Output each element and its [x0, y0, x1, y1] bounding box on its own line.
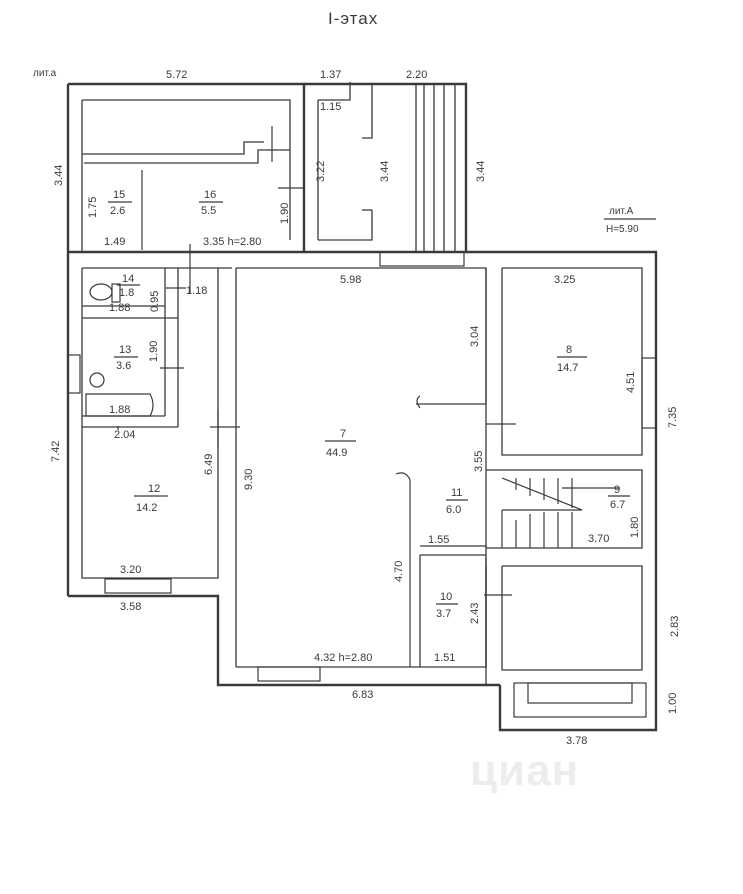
height-label: H=5.90 — [606, 224, 639, 235]
room-labels: 7 44.9 8 14.7 9 6.7 10 3.7 11 6.0 12 14.… — [108, 189, 630, 620]
svg-text:14: 14 — [122, 273, 134, 285]
svg-text:6.0: 6.0 — [446, 504, 461, 516]
dim-0-95: 0.95 — [149, 291, 161, 312]
room-14-label: 14 1.8 — [117, 273, 140, 299]
dim-1-15: 1.15 — [320, 101, 341, 113]
room-10-label: 10 3.7 — [436, 591, 458, 620]
svg-text:13: 13 — [119, 344, 131, 356]
room-7-label: 7 44.9 — [325, 428, 356, 459]
floor-title: I-этах — [328, 9, 378, 28]
dim-1-51: 1.51 — [434, 652, 455, 664]
dim-3-78: 3.78 — [566, 735, 587, 747]
svg-text:10: 10 — [440, 591, 452, 603]
dim-2-20: 2.20 — [406, 69, 427, 81]
dim-1-55: 1.55 — [428, 534, 449, 546]
room-13-label: 13 3.6 — [114, 344, 138, 372]
svg-text:7: 7 — [340, 428, 346, 440]
dim-3-35: 3.35 h=2.80 — [203, 236, 261, 248]
dim-3-70: 3.70 — [588, 533, 609, 545]
dim-2-04: 2.04 — [114, 429, 135, 441]
svg-text:12: 12 — [148, 483, 160, 495]
dim-6-83: 6.83 — [352, 689, 373, 701]
dim-1-75: 1.75 — [87, 197, 99, 218]
dim-5-72: 5.72 — [166, 69, 187, 81]
fixtures — [67, 126, 657, 682]
room-11-label: 11 6.0 — [446, 487, 468, 516]
dim-3-55: 3.55 — [473, 451, 485, 472]
svg-text:3.6: 3.6 — [116, 360, 131, 372]
dim-1-49: 1.49 — [104, 236, 125, 248]
svg-text:8: 8 — [566, 344, 572, 356]
dim-7-35: 7.35 — [667, 407, 679, 428]
dim-4-51: 4.51 — [625, 372, 637, 393]
svg-text:5.5: 5.5 — [201, 205, 216, 217]
dim-4-70: 4.70 — [393, 561, 405, 582]
dimension-labels: 5.72 1.37 2.20 1.15 3.44 3.22 3.44 3.44 … — [50, 69, 681, 747]
room-12-label: 12 14.2 — [134, 483, 168, 514]
dim-9-30: 9.30 — [243, 469, 255, 490]
lit-A-label: лит.А — [609, 206, 634, 217]
dim-1-18: 1.18 — [186, 285, 207, 297]
dim-1-37: 1.37 — [320, 69, 341, 81]
dim-3-04: 3.04 — [469, 326, 481, 347]
lit-a-label: лит.а — [33, 68, 57, 79]
inner-walls — [68, 82, 658, 685]
dim-3-20: 3.20 — [120, 564, 141, 576]
dim-3-22: 3.22 — [315, 161, 327, 182]
dim-2-43: 2.43 — [469, 603, 481, 624]
room-16-label: 16 5.5 — [199, 189, 223, 217]
room-15-label: 15 2.6 — [108, 189, 132, 217]
dim-5-98: 5.98 — [340, 274, 361, 286]
svg-text:2.6: 2.6 — [110, 205, 125, 217]
dim-3-44-mid: 3.44 — [379, 161, 391, 182]
svg-text:11: 11 — [451, 487, 462, 499]
dim-3-44-right: 3.44 — [475, 161, 487, 182]
dim-3-25: 3.25 — [554, 274, 575, 286]
svg-text:1.8: 1.8 — [119, 287, 134, 299]
outer-walls — [66, 82, 658, 732]
dim-1-80: 1.80 — [629, 517, 641, 538]
dim-3-58: 3.58 — [120, 601, 141, 613]
dim-1-90-bath: 1.90 — [148, 341, 160, 362]
svg-text:44.9: 44.9 — [326, 447, 347, 459]
room-9-label: 9 6.7 — [608, 484, 630, 511]
svg-text:6.7: 6.7 — [610, 499, 625, 511]
dim-1-90-top: 1.90 — [279, 203, 291, 224]
svg-text:16: 16 — [204, 189, 216, 201]
svg-text:14.2: 14.2 — [136, 502, 157, 514]
dim-6-49: 6.49 — [203, 454, 215, 475]
watermark-text: циан — [470, 746, 579, 795]
dim-3-44-left: 3.44 — [53, 165, 65, 186]
dim-1-88-top: 1.88 — [109, 302, 130, 314]
dim-1-00: 1.00 — [667, 693, 679, 714]
dim-4-32: 4.32 h=2.80 — [314, 652, 372, 664]
dim-2-83: 2.83 — [669, 616, 681, 637]
svg-text:14.7: 14.7 — [557, 362, 578, 374]
dim-7-42: 7.42 — [50, 441, 62, 462]
room-8-label: 8 14.7 — [557, 344, 587, 374]
svg-text:9: 9 — [614, 484, 620, 496]
dim-1-88-bath: 1.88 — [109, 404, 130, 416]
svg-text:3.7: 3.7 — [436, 608, 451, 620]
svg-text:15: 15 — [113, 189, 125, 201]
